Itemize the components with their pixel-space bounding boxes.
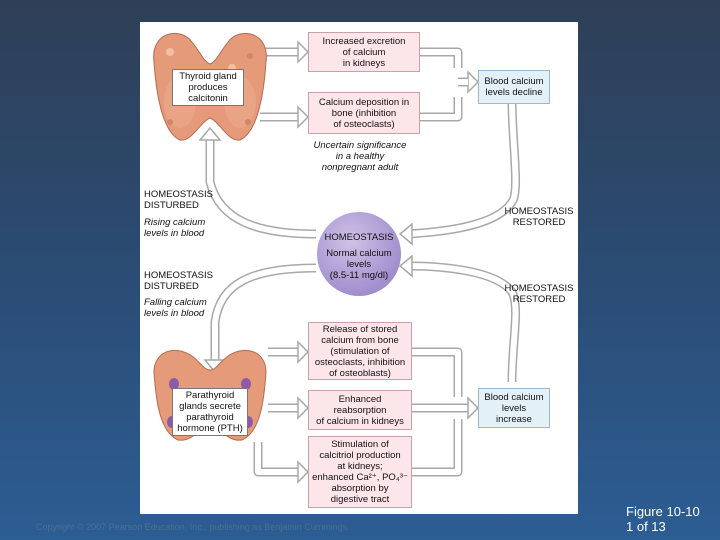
homeostasis-circle — [317, 212, 401, 296]
arrow-parathyroid-to-reabsorption — [268, 396, 310, 420]
release-calcium-box: Release of stored calcium from bone (sti… — [308, 322, 412, 380]
arrow-excretion-to-result — [420, 47, 480, 94]
calcitriol-line-3: absorption by digestive tract — [330, 483, 390, 505]
arrow-reabsorption-to-result — [412, 396, 480, 420]
uncertain-significance-note: Uncertain significance in a healthy nonp… — [313, 140, 407, 173]
falling-calcium-label: Falling calcium levels in blood — [144, 297, 207, 319]
diagram-panel: Thyroid gland produces calcitonin Increa… — [140, 22, 578, 514]
homeostasis-restored-top: HOMEOSTASIS RESTORED — [504, 206, 574, 228]
calcitriol-box: Stimulation of calcitriol production at … — [308, 436, 412, 508]
thyroid-label: Thyroid gland produces calcitonin — [172, 69, 244, 106]
excretion-box: Increased excretion of calcium in kidney… — [308, 32, 420, 72]
arrow-parathyroid-to-release — [268, 340, 310, 364]
reabsorption-box: Enhanced reabsorption of calcium in kidn… — [308, 390, 412, 430]
arrow-deposition-to-result — [420, 97, 463, 122]
normal-calcium-label: Normal calcium levels (8.5-11 mg/dl) — [326, 248, 392, 281]
homeostasis-disturbed-rising: HOMEOSTASIS DISTURBED — [144, 189, 213, 211]
calcitriol-line-2: enhanced Ca²⁺, PO₄³⁻ — [312, 472, 408, 483]
calcitriol-line-1: Stimulation of calcitriol production at … — [319, 439, 401, 472]
arrow-calcitriol-to-result — [412, 419, 463, 477]
arrow-release-to-result — [412, 347, 463, 397]
rising-calcium-label: Rising calcium levels in blood — [144, 217, 206, 239]
homeostasis-restored-bottom: HOMEOSTASIS RESTORED — [504, 283, 574, 305]
arrow-thyroid-to-excretion — [260, 40, 310, 64]
arrow-parathyroid-to-calcitriol — [253, 442, 310, 484]
arrow-bottom-result-to-homeostasis — [398, 254, 521, 383]
deposition-box: Calcium deposition in bone (inhibition o… — [308, 92, 420, 134]
calcium-increase-box: Blood calcium levels increase — [478, 388, 550, 428]
copyright-notice: Copyright © 2007 Pearson Education, Inc.… — [36, 522, 348, 532]
homeostasis-label: HOMEOSTASIS — [324, 232, 394, 243]
parathyroid-label: Parathyroid glands secrete parathyroid h… — [172, 388, 248, 436]
homeostasis-disturbed-falling: HOMEOSTASIS DISTURBED — [144, 270, 213, 292]
arrow-top-result-to-homeostasis — [398, 99, 521, 246]
arrow-rising-to-thyroid — [198, 126, 317, 239]
arrow-thyroid-to-deposition — [260, 105, 310, 129]
calcium-decline-box: Blood calcium levels decline — [478, 70, 550, 104]
figure-number: Figure 10-10 1 of 13 — [626, 504, 700, 534]
